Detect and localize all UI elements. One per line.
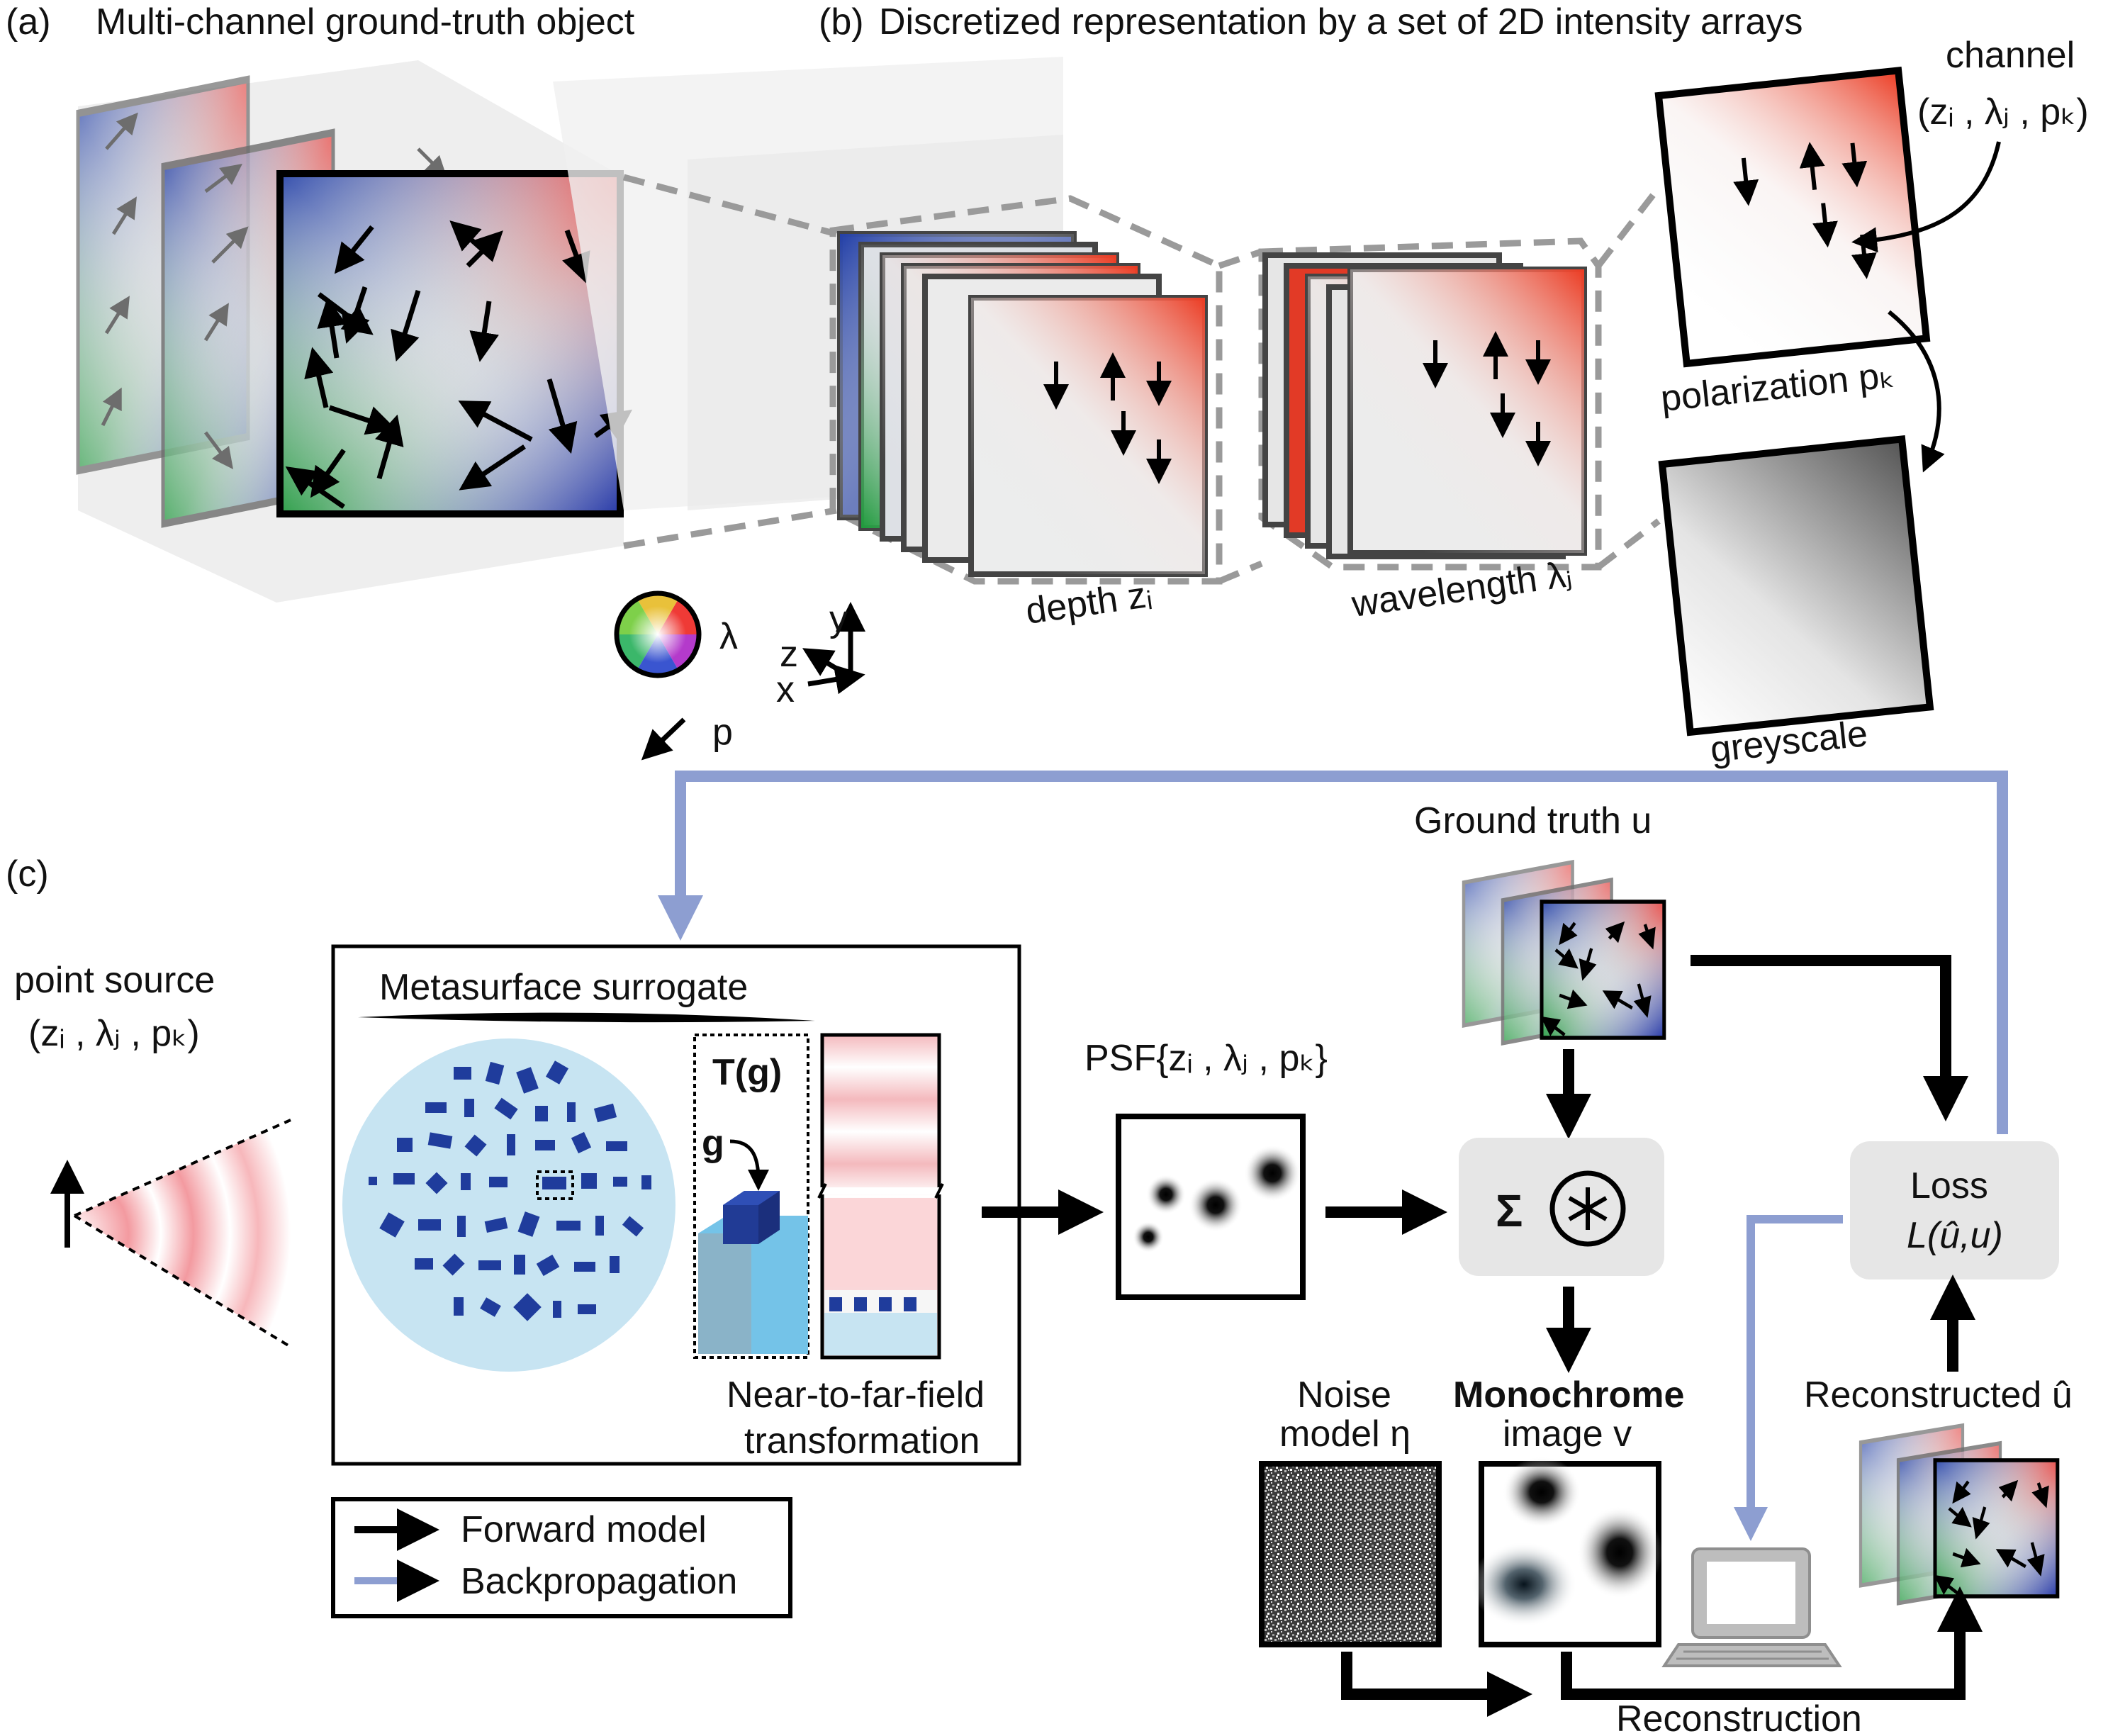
backprop-to-computer-arrow xyxy=(1734,1215,1843,1541)
cone-edge-top xyxy=(74,1119,291,1217)
polarization-channel xyxy=(1654,66,1931,368)
noise-line2: model η xyxy=(1279,1413,1411,1455)
greyscale-channel xyxy=(1658,435,1934,737)
mono-blob-1 xyxy=(1503,1457,1581,1528)
panel-b-tag: (b) xyxy=(819,1,864,43)
psf-label: PSF{zᵢ , λⱼ , pₖ} xyxy=(1084,1038,1328,1079)
depth-stack xyxy=(837,231,1208,577)
object-layer-front xyxy=(276,170,633,517)
arrow-gt-to-loss xyxy=(1691,955,1968,1121)
mono-line1: Monochrome xyxy=(1453,1374,1684,1416)
t-of-g-label: T(g) xyxy=(712,1052,782,1093)
convolution-box xyxy=(1459,1138,1664,1276)
axis-z-label: z xyxy=(780,634,798,675)
metasurface-title-underline xyxy=(358,1012,815,1023)
metasurface-title: Metasurface surrogate xyxy=(379,967,748,1008)
backprop-loop-arrow xyxy=(658,771,2008,1134)
axes-icon xyxy=(802,602,865,695)
panel-a-tag: (a) xyxy=(6,1,51,43)
loss-line2: L(û,u) xyxy=(1907,1215,2003,1256)
wavefront-cone xyxy=(74,1120,291,1347)
psf-spot-1 xyxy=(1146,1175,1186,1214)
panel-a-title: Multi-channel ground-truth object xyxy=(96,1,635,43)
p-symbol: p xyxy=(712,712,733,753)
computer-icon xyxy=(1661,1547,1842,1667)
panel-b: (b) Discretized representation by a set … xyxy=(553,1,2089,771)
cone-edge-bottom xyxy=(73,1214,292,1348)
meta-atom-highlight xyxy=(536,1170,574,1200)
point-source-tuple: (zᵢ , λⱼ , pₖ) xyxy=(28,1013,200,1054)
panel-c: (c) point source (zᵢ , λⱼ , pₖ) Metasurf… xyxy=(6,771,2073,1736)
near-far-line1: Near-to-far-field xyxy=(727,1374,985,1416)
reconstruction-label: Reconstruction xyxy=(1616,1698,1862,1736)
g-pointer-arrow xyxy=(729,1139,769,1191)
to-greyscale-arrow xyxy=(1888,310,1945,473)
metasurface-disk xyxy=(342,1038,675,1372)
ground-truth-thumbnail xyxy=(1462,859,1666,1046)
field-propagation-column xyxy=(815,1033,946,1360)
psf-spot-4 xyxy=(1133,1221,1164,1253)
reconstructed-thumbnail xyxy=(1858,1423,2060,1606)
legend-forward-label: Forward model xyxy=(461,1509,707,1550)
legend-backprop-label: Backpropagation xyxy=(461,1561,737,1602)
convolution-icon xyxy=(1549,1170,1626,1247)
channel-label: channel xyxy=(1946,35,2075,76)
noise-line1: Noise xyxy=(1297,1374,1391,1416)
loss-box xyxy=(1850,1141,2059,1279)
g-label: g xyxy=(702,1123,724,1164)
convolution-star xyxy=(1568,1187,1608,1230)
reconstructed-label: Reconstructed û xyxy=(1804,1374,2073,1416)
unit-cell-pillar xyxy=(698,1191,808,1354)
psf-spot-3 xyxy=(1244,1145,1301,1202)
channel-tuple: (zᵢ , λⱼ , pₖ) xyxy=(1917,91,2089,133)
panel-b-title: Discretized representation by a set of 2… xyxy=(879,1,1803,43)
mono-blob-3 xyxy=(1471,1542,1577,1627)
axis-x-label: x xyxy=(776,669,795,710)
psf-spot-2 xyxy=(1189,1178,1243,1232)
dashed-connectors xyxy=(622,174,1661,585)
channel-pointer-arrow xyxy=(1851,141,2001,253)
mono-blob-2 xyxy=(1577,1506,1662,1598)
axis-y-label: y xyxy=(829,598,848,639)
wavelength-stack xyxy=(1262,252,1587,559)
color-wheel-icon xyxy=(614,590,702,678)
sum-symbol: Σ xyxy=(1496,1185,1523,1236)
point-source-label: point source xyxy=(14,960,215,1001)
arrow-noise-to-recon xyxy=(1341,1652,1532,1717)
near-far-line2: transformation xyxy=(744,1421,980,1462)
mono-line2: image v xyxy=(1503,1413,1632,1455)
arrow-mono-to-recon xyxy=(1561,1586,1983,1700)
polarization-arrow-icon xyxy=(641,717,686,761)
panel-c-tag: (c) xyxy=(6,853,49,895)
panel-a: (a) Multi-channel ground-truth object xyxy=(6,1,865,761)
loss-line1: Loss xyxy=(1910,1165,1988,1206)
ground-truth-label: Ground truth u xyxy=(1414,800,1652,841)
lambda-symbol: λ xyxy=(719,616,738,657)
noise-image xyxy=(1259,1461,1442,1647)
